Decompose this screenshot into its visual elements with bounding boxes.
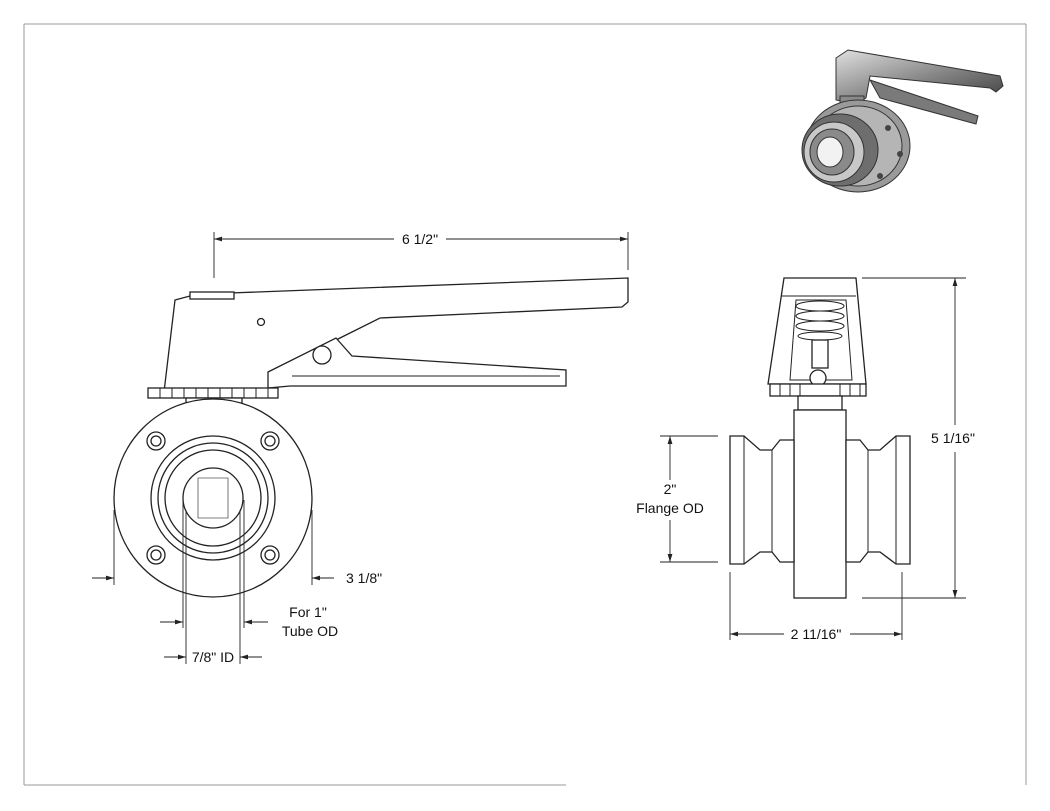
isometric-valve-image: [801, 49, 1004, 193]
flange-od-label-line2: Flange OD: [636, 500, 704, 516]
tube-od-label-line1: For 1": [289, 604, 327, 620]
overall-width-label: 2 11/16": [791, 626, 842, 642]
flange-diameter-label: 3 1/8": [346, 570, 382, 586]
side-view: [729, 277, 911, 599]
overall-height-label: 5 1/16": [931, 430, 975, 446]
flange-od-label-line1: 2": [664, 481, 677, 497]
front-view-dimensions: [92, 232, 629, 664]
handle-length-label: 6 1/2": [402, 231, 438, 247]
front-view: [113, 277, 629, 598]
drawing-border: [23, 23, 1027, 786]
side-view-dimensions: [660, 277, 966, 640]
inner-diameter-label: 7/8" ID: [192, 649, 234, 665]
tube-od-label-line2: Tube OD: [282, 623, 338, 639]
